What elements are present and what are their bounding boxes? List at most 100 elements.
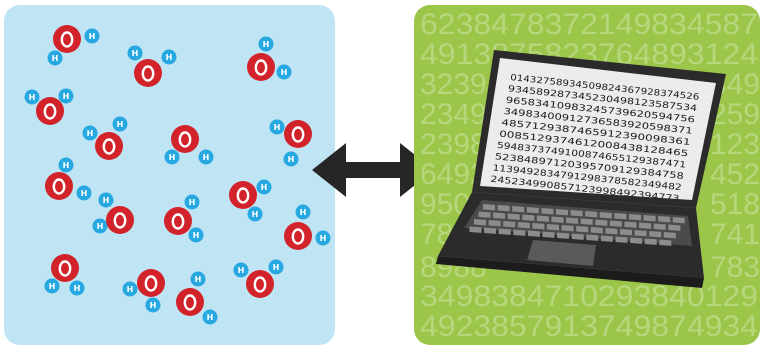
- hydrogen-label: H: [87, 129, 94, 138]
- water-molecule: H HO: [233, 259, 284, 298]
- keyboard-key: [488, 219, 501, 227]
- keyboard-key: [585, 210, 598, 218]
- background-digit-row: 3239: [420, 68, 487, 101]
- hydrogen-label: H: [74, 284, 81, 293]
- water-molecule: HHO: [164, 194, 204, 243]
- keyboard-key: [557, 232, 570, 239]
- keyboard-key: [536, 215, 549, 222]
- hydrogen-label: H: [288, 155, 295, 164]
- hydrogen-label: H: [193, 231, 200, 240]
- water-molecule: H H O: [122, 269, 165, 313]
- hydrogen-atom: H: [47, 50, 63, 66]
- background-digit-row: 3498384710293840129: [420, 280, 758, 313]
- oxygen-atom: O: [284, 120, 312, 148]
- keyboard-key: [469, 226, 482, 233]
- water-molecule: H H O: [229, 179, 272, 222]
- hydrogen-label: H: [63, 92, 70, 101]
- keyboard-key: [527, 230, 540, 237]
- hydrogen-label: H: [207, 313, 214, 322]
- keyboard-key: [532, 223, 545, 230]
- hydrogen-label: H: [81, 189, 88, 198]
- water-molecule: HHO: [92, 192, 134, 234]
- keyboard-key: [498, 228, 511, 235]
- oxygen-label: O: [190, 301, 191, 303]
- keyboard-key: [649, 231, 662, 238]
- hydrogen-atom: H: [283, 151, 299, 167]
- keyboard-key: [493, 212, 506, 219]
- water-molecule: HHO: [284, 204, 331, 250]
- water-molecule: H H O: [45, 157, 92, 201]
- keyboard-key: [513, 229, 526, 236]
- hydrogen-atom: H: [24, 89, 40, 105]
- hydrogen-atom: H: [122, 281, 138, 297]
- hydrogen-atom: H: [256, 179, 272, 195]
- keyboard-key: [474, 218, 486, 226]
- hydrogen-label: H: [189, 198, 196, 207]
- hydrogen-label: H: [238, 266, 245, 275]
- oxygen-label: O: [151, 282, 152, 284]
- keyboard-key: [526, 207, 539, 214]
- keyboard-key: [561, 225, 574, 232]
- laptop-screen: [480, 58, 716, 200]
- keyboard-key: [503, 220, 516, 228]
- hydrogen-label: H: [117, 120, 124, 129]
- oxygen-atom: O: [176, 288, 204, 316]
- oxygen-label: O: [59, 185, 60, 187]
- laptop-screen-text: 0143275893450982436792837452693458928734…: [490, 73, 700, 200]
- keyboard-key: [566, 217, 579, 224]
- hydrogen-label: H: [320, 234, 327, 243]
- background-digit-row: 6238478372149834587: [420, 8, 758, 41]
- keyboard-key: [547, 224, 559, 231]
- hydrogen-label: H: [263, 40, 270, 49]
- hydrogen-atom: H: [98, 192, 114, 208]
- keyboard-key: [512, 206, 525, 213]
- hydrogen-atom: H: [58, 88, 74, 104]
- keyboard-key: [605, 227, 618, 235]
- hydrogen-atom: H: [145, 297, 161, 313]
- hydrogen-label: H: [252, 210, 259, 219]
- keyboard-key: [614, 212, 627, 220]
- hydrogen-label: H: [150, 301, 157, 310]
- keyboard-key: [551, 216, 564, 223]
- keyboard-key: [483, 203, 495, 211]
- hydrogen-label: H: [29, 93, 36, 102]
- background-digit-row: 452: [710, 158, 760, 191]
- hydrogen-label: H: [52, 54, 59, 63]
- water-panel: [4, 5, 335, 345]
- keyboard-key: [576, 225, 589, 233]
- oxygen-atom: O: [137, 269, 165, 297]
- laptop-trackpad: [527, 240, 596, 266]
- background-digit-row: 783: [710, 251, 760, 284]
- oxygen-label: O: [65, 267, 66, 269]
- oxygen-atom: O: [95, 132, 123, 160]
- hydrogen-atom: H: [76, 185, 92, 201]
- keyboard-key: [668, 224, 681, 231]
- oxygen-label: O: [298, 133, 299, 135]
- oxygen-atom: O: [246, 270, 274, 298]
- oxygen-label: O: [148, 72, 149, 74]
- water-molecule: HHO: [269, 119, 312, 167]
- water-molecule: H H O: [44, 254, 85, 296]
- hydrogen-atom: H: [202, 309, 218, 325]
- hydrogen-label: H: [103, 196, 110, 205]
- hydrogen-atom: H: [198, 149, 214, 165]
- hydrogen-atom: H: [233, 262, 249, 278]
- keyboard-key: [556, 209, 568, 216]
- keyboard-key: [586, 234, 599, 241]
- oxygen-label: O: [243, 194, 244, 196]
- keyboard-key: [659, 239, 672, 246]
- hydrogen-label: H: [63, 161, 70, 170]
- background-digit-row: 518: [710, 188, 760, 221]
- keyboard-key: [522, 214, 535, 221]
- hydrogen-atom: H: [268, 259, 284, 275]
- hydrogen-atom: H: [315, 230, 331, 246]
- keyboard-key: [629, 214, 641, 221]
- water-molecule: HHO: [47, 25, 100, 66]
- keyboard-key: [653, 223, 666, 230]
- hydrogen-label: H: [49, 282, 56, 291]
- keyboard-key: [599, 211, 612, 219]
- keyboard-key: [507, 213, 520, 220]
